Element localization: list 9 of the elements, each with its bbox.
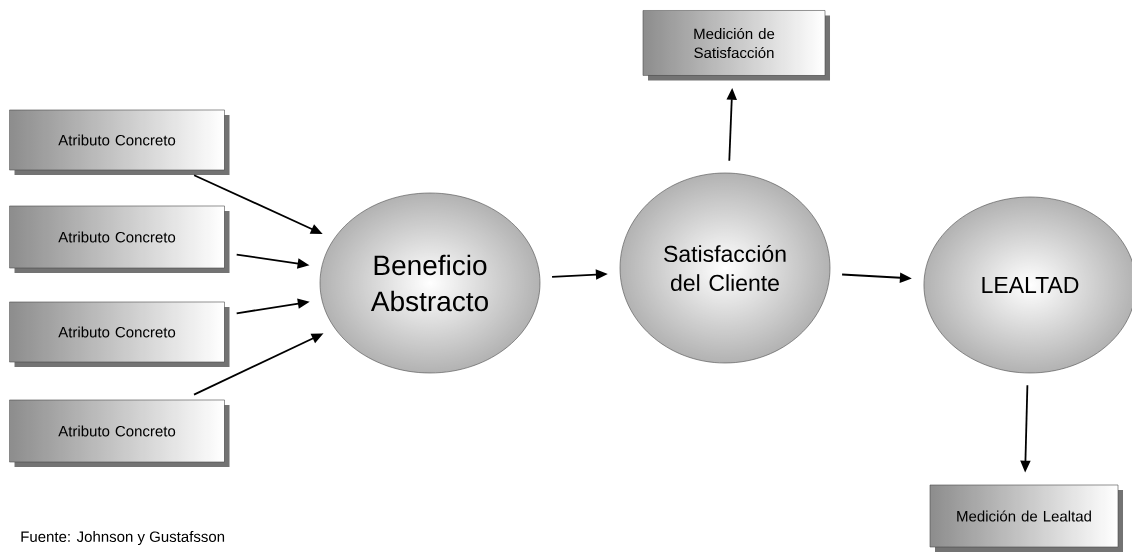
process-box: Atributo Concreto (9, 205, 230, 273)
ellipse-node: Satisfacción del Cliente (619, 172, 831, 364)
process-box: Atributo Concreto (9, 109, 230, 175)
process-box: Atributo Concreto (9, 399, 230, 467)
process-box: Medición de Satisfacción (642, 10, 830, 81)
process-box: Medición de Lealtad (929, 484, 1123, 552)
ellipse-node: Beneficio Abstracto (319, 192, 541, 374)
process-box: Atributo Concreto (9, 301, 230, 367)
source-note: Fuente: Johnson y Gustafsson (21, 531, 225, 545)
